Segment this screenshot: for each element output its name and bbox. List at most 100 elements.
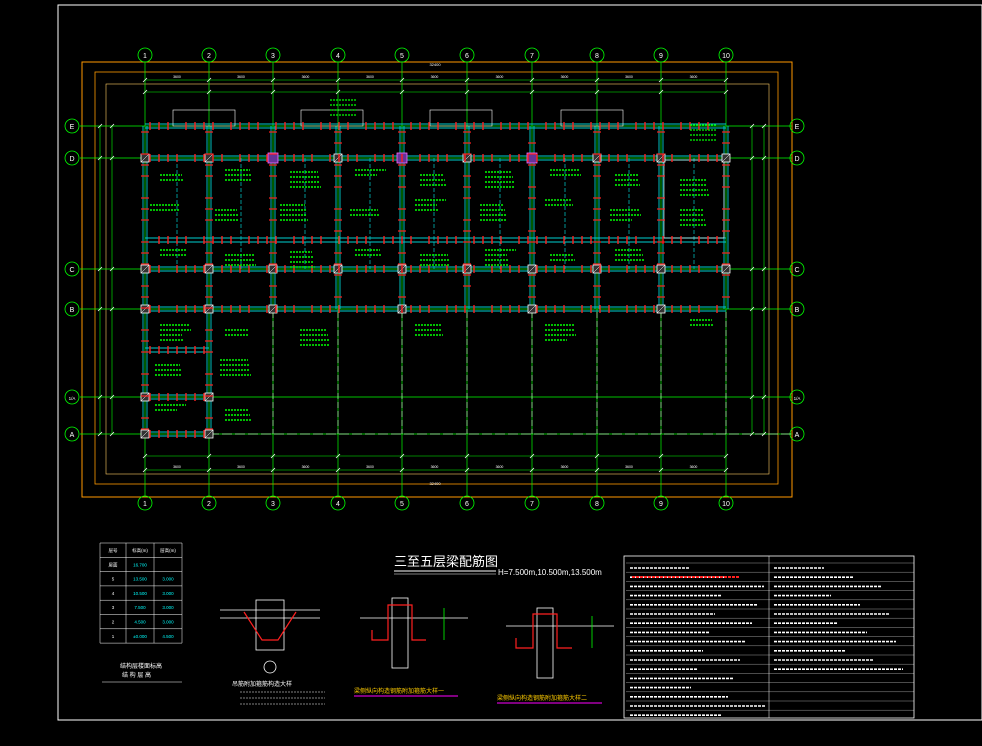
grid-label: D <box>69 156 74 163</box>
grid-label: 5 <box>400 53 404 60</box>
grid-label: 1 <box>143 53 147 60</box>
outline-outer <box>81 61 793 498</box>
dimension-tick <box>109 266 115 272</box>
grid-label: 8 <box>595 53 599 60</box>
grid-label: D <box>794 156 799 163</box>
dimension-text: 3600 <box>237 75 245 79</box>
grid-label: A <box>70 432 75 439</box>
grid-label: 2 <box>207 501 211 508</box>
dimension-tick <box>594 467 600 473</box>
dimension-tick <box>270 89 276 95</box>
column-hatch <box>140 392 150 402</box>
detail-rebar <box>515 613 572 649</box>
column-hatch <box>140 304 150 314</box>
opening-box <box>429 109 493 127</box>
grid-bubble <box>64 150 80 166</box>
dimension-text: 3600 <box>173 75 181 79</box>
dimension-tick <box>723 77 729 83</box>
grid-label: E <box>70 124 75 131</box>
dimension-tick <box>335 89 341 95</box>
grid-label: 1/A <box>794 396 801 401</box>
grid-bubble <box>789 150 805 166</box>
grid-label: 2 <box>207 53 211 60</box>
table-cell: 16.700 <box>133 562 147 567</box>
grid-label: 6 <box>465 501 469 508</box>
column-hatch <box>721 153 731 163</box>
dimension-tick <box>142 89 148 95</box>
grid-bubble <box>201 47 217 63</box>
column-hatch <box>204 153 214 163</box>
dimension-text: 3600 <box>625 465 633 469</box>
beam-annotations <box>150 99 716 421</box>
detail-rebar <box>371 604 426 641</box>
detail-caption-1: 吊筋附加箍筋构造大样 <box>232 680 292 688</box>
dimension-tick <box>399 453 405 459</box>
column-highlight <box>267 152 279 164</box>
table-cell: 13.500 <box>133 577 147 582</box>
dimension-tick <box>749 306 755 312</box>
table-cell: 5 <box>112 577 115 582</box>
drawing-title: 三至五层梁配筋图 <box>394 554 498 570</box>
dimension-tick <box>529 77 535 83</box>
outline-inner <box>105 83 770 475</box>
grid-bubble <box>524 495 540 511</box>
dimension-text: 3600 <box>561 465 569 469</box>
dimension-tick <box>658 467 664 473</box>
grid-label: 7 <box>530 53 534 60</box>
dimension-tick <box>761 123 767 129</box>
dimension-text: 3600 <box>496 465 504 469</box>
dimension-tick <box>142 77 148 83</box>
grid-bubble <box>524 47 540 63</box>
table-cell: 1 <box>112 634 115 639</box>
dimension-tick <box>399 89 405 95</box>
grid-label: C <box>794 267 799 274</box>
grid-label: 4 <box>336 53 340 60</box>
dimension-tick <box>270 467 276 473</box>
dimension-tick <box>97 394 103 400</box>
table-cell: 4.500 <box>134 620 146 625</box>
column-hatch <box>204 304 214 314</box>
dimension-tick <box>464 77 470 83</box>
detail-section <box>536 607 554 679</box>
dimension-text: 3600 <box>431 465 439 469</box>
dimension-tick <box>594 89 600 95</box>
column-hatch <box>204 429 214 439</box>
dimension-tick <box>761 266 767 272</box>
grid-bubble <box>64 389 80 405</box>
grid-bubble <box>459 495 475 511</box>
dimension-tick <box>142 453 148 459</box>
grid-bubble <box>589 495 605 511</box>
dimension-tick <box>109 306 115 312</box>
dimension-tick <box>109 155 115 161</box>
grid-bubble <box>64 261 80 277</box>
dimension-text: 3600 <box>302 465 310 469</box>
column-hatch <box>204 264 214 274</box>
grid-label: 9 <box>659 501 663 508</box>
dimension-tick <box>761 306 767 312</box>
grid-bubble <box>137 495 153 511</box>
grid-label: 4 <box>336 501 340 508</box>
dimension-text: 3600 <box>431 75 439 79</box>
dimension-text: 3600 <box>690 465 698 469</box>
dimension-tick <box>658 453 664 459</box>
detail-section <box>391 597 409 669</box>
table-cell: 3.000 <box>162 605 174 610</box>
table-cell: 10.500 <box>133 591 147 596</box>
grid-label: 10 <box>722 501 730 508</box>
dimension-tick <box>335 467 341 473</box>
detail-rebar <box>243 611 297 641</box>
dimension-tick <box>335 453 341 459</box>
dimension-tick <box>529 453 535 459</box>
outline-mid <box>94 71 779 485</box>
dimension-overall: 32400 <box>429 481 441 486</box>
detail-section <box>255 599 285 651</box>
dimension-tick <box>464 467 470 473</box>
dimension-tick <box>97 123 103 129</box>
dimension-tick <box>464 89 470 95</box>
dimension-tick <box>206 467 212 473</box>
grid-label: 10 <box>722 53 730 60</box>
dimension-tick <box>761 155 767 161</box>
